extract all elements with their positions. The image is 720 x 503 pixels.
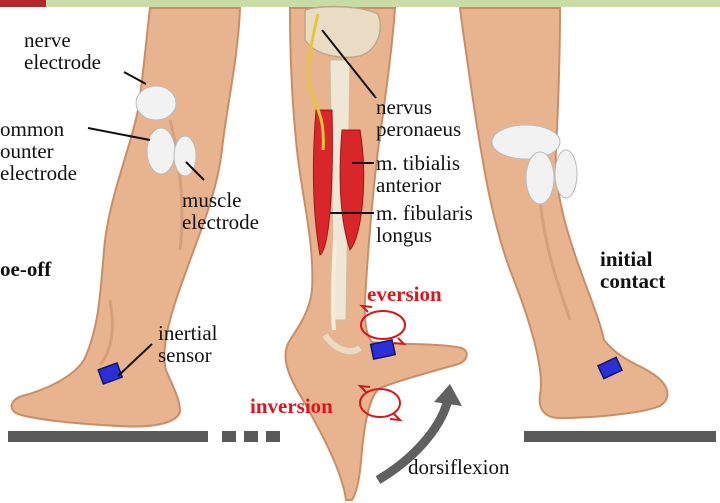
right-nerve-electrode-pad [492,125,560,159]
nervus-peronaeus-label: nervus peronaeus [376,96,461,140]
inertial-sensor-label: inertial sensor [158,322,217,366]
inversion-label: inversion [250,395,333,417]
muscle-electrode-label: muscle electrode [182,189,259,233]
dorsiflexion-label: dorsiflexion [408,456,509,478]
toe-off-label: oe-off [0,258,51,280]
top-bar-green [46,0,720,7]
nerve-electrode-label: nerve electrode [24,29,101,73]
initial-contact-label: initial contact [600,248,665,292]
tibialis-anterior-label: m. tibialis anterior [376,152,460,196]
eversion-label: eversion [367,283,442,305]
right-muscle-electrode-pad [555,150,577,198]
counter-electrode-pad [147,128,175,174]
top-bar-red [0,0,46,7]
common-counter-electrode-label: ommon ounter electrode [0,118,77,184]
right-counter-electrode-pad [526,152,554,204]
fibularis-longus-label: m. fibularis longus [376,202,473,246]
nerve-electrode-pad [136,86,176,120]
right-leg [460,8,667,418]
